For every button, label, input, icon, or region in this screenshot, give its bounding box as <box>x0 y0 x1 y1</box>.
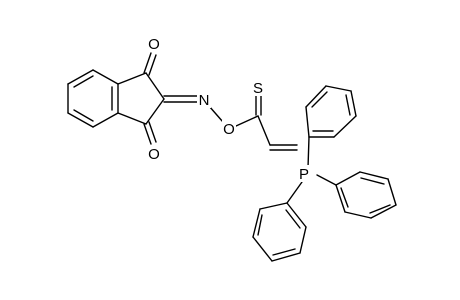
atom-label: O <box>148 36 160 53</box>
carbonyl-top <box>143 52 157 76</box>
atom-o-bottom: O <box>147 145 161 163</box>
atom-label: P <box>299 166 309 183</box>
o-c-bond <box>235 115 259 127</box>
atom-n: N <box>197 91 211 109</box>
imine-double-bond <box>163 95 199 103</box>
atom-label: N <box>199 92 210 109</box>
thiocarbonyl-double-bond <box>255 95 262 116</box>
phenyl-ring-top <box>305 85 357 138</box>
atom-label: S <box>253 80 263 97</box>
atom-s: S <box>252 79 265 97</box>
ylide-double-bond <box>269 144 298 151</box>
p-phenyl-bottom-bond <box>286 181 303 204</box>
indane-five-ring <box>117 72 165 125</box>
carbonyl-bottom <box>143 121 157 145</box>
p-phenyl-top-bond <box>307 136 310 169</box>
atom-label: O <box>148 146 160 163</box>
phenyl-ring-bottom <box>252 202 307 262</box>
c-ch-bond <box>257 115 271 146</box>
atom-o-ester: O <box>222 120 236 138</box>
atom-label: O <box>223 121 235 138</box>
n-o-bond <box>208 105 224 123</box>
p-phenyl-right-bond <box>316 174 337 186</box>
indane-benzene-ring <box>67 69 119 128</box>
phenyl-ring-right <box>335 171 397 219</box>
atom-p: P <box>297 165 311 183</box>
atom-o-top: O <box>147 35 161 53</box>
